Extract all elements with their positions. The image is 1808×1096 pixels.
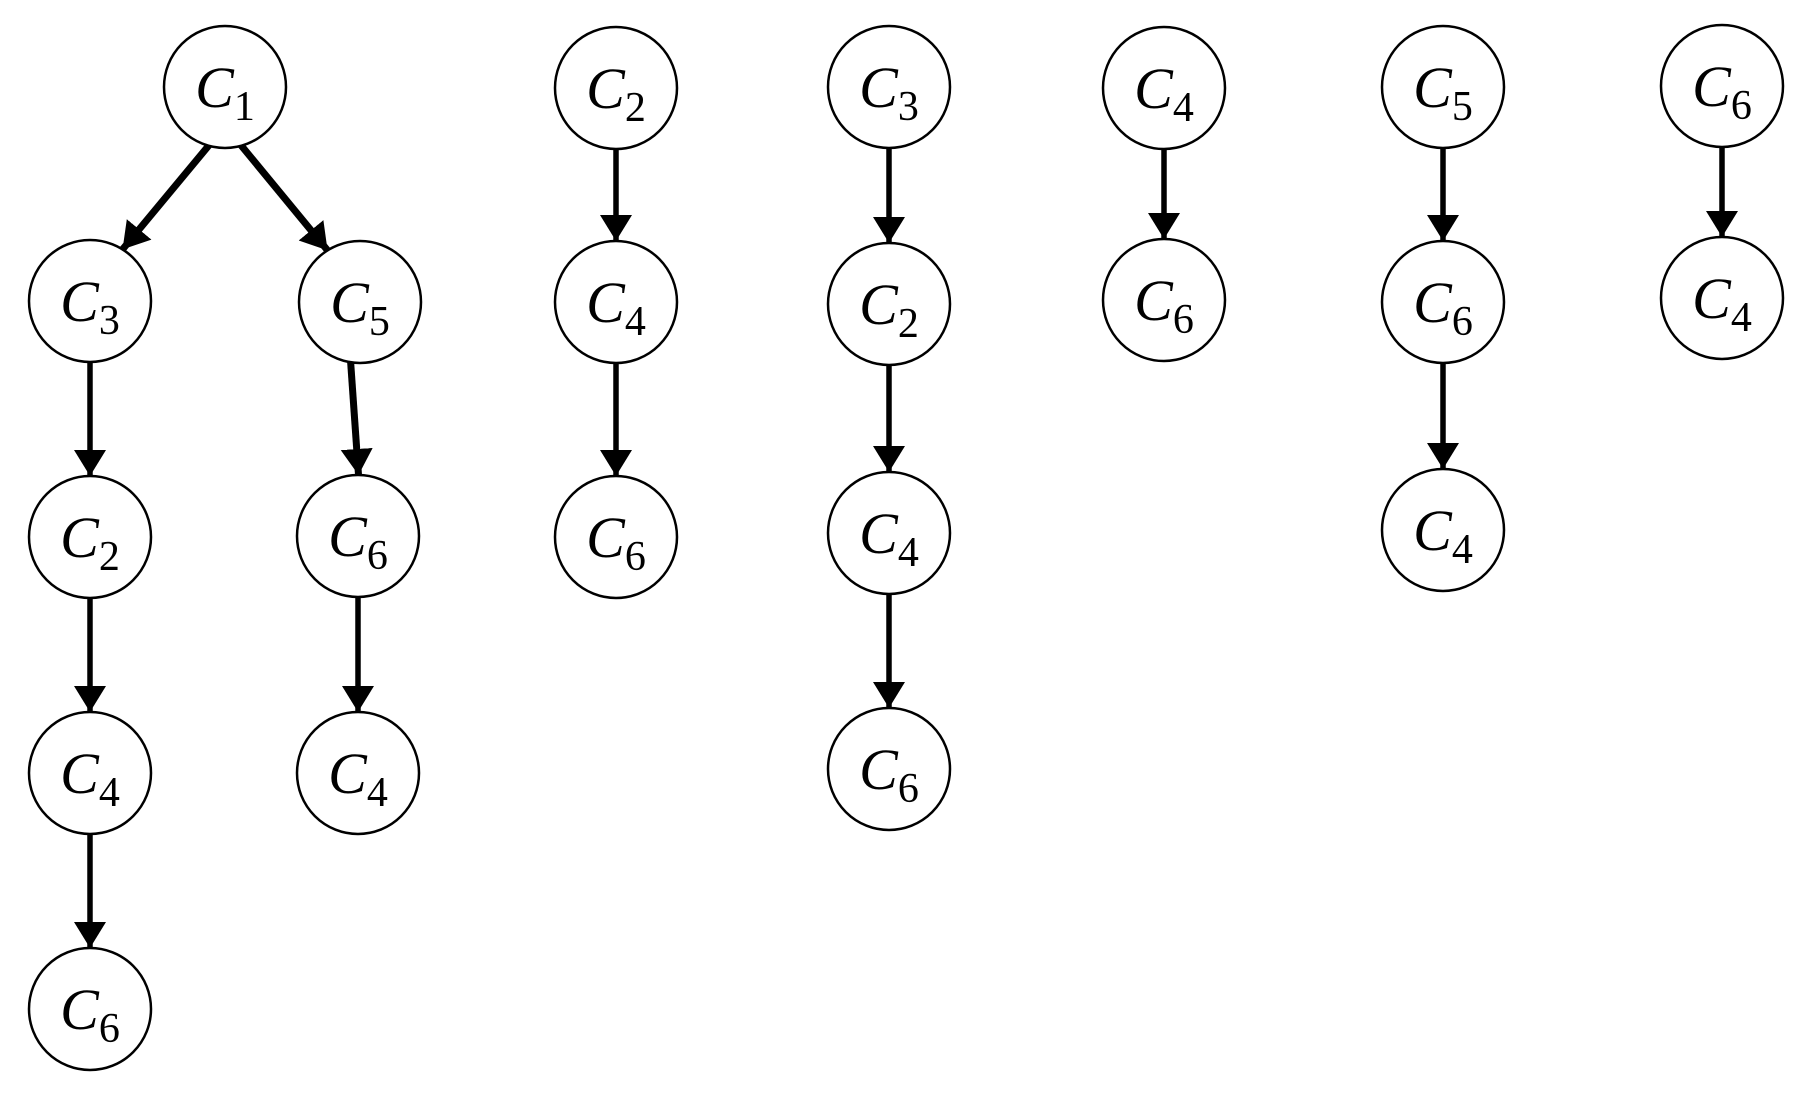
node-label: C6 <box>328 504 388 579</box>
node-label: C2 <box>586 56 646 131</box>
node-circle <box>553 474 679 600</box>
node-t1n7: C4 <box>295 710 421 836</box>
node-circle <box>826 706 952 832</box>
node-label: C4 <box>328 741 388 816</box>
node-label: C6 <box>586 505 646 580</box>
node-label: C4 <box>1413 498 1473 573</box>
node-label: C4 <box>859 501 919 576</box>
node-t3n2: C2 <box>826 241 952 367</box>
node-circle <box>295 710 421 836</box>
edge-t1n1-t1n3 <box>232 135 331 253</box>
node-t4n2: C6 <box>1101 237 1227 363</box>
node-t1n5: C6 <box>295 473 421 599</box>
node-t3n3: C4 <box>826 470 952 596</box>
node-label: C4 <box>1134 56 1194 131</box>
node-circle <box>27 238 153 364</box>
node-t1n4: C2 <box>27 474 153 600</box>
node-label: C2 <box>859 272 919 347</box>
node-circle <box>27 946 153 1072</box>
node-label: C5 <box>330 270 390 345</box>
node-label: C6 <box>1413 270 1473 345</box>
node-circle <box>27 710 153 836</box>
node-label: C3 <box>859 55 919 130</box>
edge-t1n3-t1n5 <box>340 352 373 476</box>
node-circle <box>1101 25 1227 151</box>
node-label: C4 <box>60 741 120 816</box>
node-circle <box>297 239 423 365</box>
node-t1n1: C1 <box>162 24 288 150</box>
node-circle <box>295 473 421 599</box>
node-circle <box>1659 235 1785 361</box>
node-label: C4 <box>1692 266 1752 341</box>
node-label: C6 <box>859 737 919 812</box>
node-t1n8: C6 <box>27 946 153 1072</box>
node-circle <box>162 24 288 150</box>
node-t6n2: C4 <box>1659 235 1785 361</box>
node-label: C6 <box>60 977 120 1052</box>
node-circle <box>1101 237 1227 363</box>
node-t1n6: C4 <box>27 710 153 836</box>
node-t1n2: C3 <box>27 238 153 364</box>
node-label: C3 <box>60 269 120 344</box>
node-circle <box>553 25 679 151</box>
node-circle <box>1380 239 1506 365</box>
node-label: C6 <box>1692 54 1752 129</box>
node-t4n1: C4 <box>1101 25 1227 151</box>
node-circle <box>1659 23 1785 149</box>
node-label: C2 <box>60 505 120 580</box>
node-t2n1: C2 <box>553 25 679 151</box>
node-circle <box>1380 467 1506 593</box>
node-circle <box>553 239 679 365</box>
node-t3n4: C6 <box>826 706 952 832</box>
node-circle <box>1380 24 1506 150</box>
node-t3n1: C3 <box>826 24 952 150</box>
node-t5n1: C5 <box>1380 24 1506 150</box>
node-label: C5 <box>1413 55 1473 130</box>
node-circle <box>27 474 153 600</box>
node-circle <box>826 470 952 596</box>
node-label: C4 <box>586 270 646 345</box>
node-circle <box>826 24 952 150</box>
node-t5n3: C4 <box>1380 467 1506 593</box>
node-circle <box>826 241 952 367</box>
node-label: C6 <box>1134 268 1194 343</box>
node-t2n2: C4 <box>553 239 679 365</box>
node-t5n2: C6 <box>1380 239 1506 365</box>
edge-t1n1-t1n2 <box>119 135 218 252</box>
node-label: C1 <box>195 55 255 130</box>
node-t1n3: C5 <box>297 239 423 365</box>
node-t6n1: C6 <box>1659 23 1785 149</box>
node-t2n3: C6 <box>553 474 679 600</box>
